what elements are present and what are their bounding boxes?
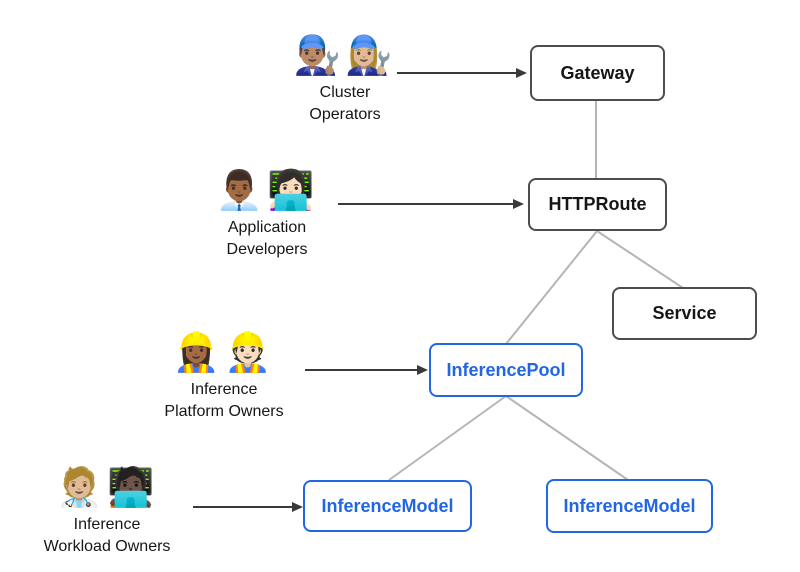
persona-inference-platform-owners-label: Inference Platform Owners bbox=[164, 381, 284, 420]
persona-application-developers: 👨🏾‍💼👩🏻‍💻 Application Developers bbox=[182, 167, 352, 261]
edge-inferencepool-inferencemodel-right bbox=[505, 395, 629, 481]
persona-inference-workload-owners-label: Inference Workload Owners bbox=[43, 516, 171, 555]
persona-cluster-operators-label: Cluster Operators bbox=[309, 84, 381, 123]
node-gateway-label: Gateway bbox=[560, 62, 635, 83]
persona-inference-platform-owners: 👷🏾‍♀️👷🏻 Inference Platform Owners bbox=[139, 329, 309, 423]
edge-inferencepool-inferencemodel-left bbox=[388, 395, 507, 481]
node-service-label: Service bbox=[652, 303, 717, 323]
persona-cluster-operators: 👨🏽‍🔧👩🏼‍🔧 Cluster Operators bbox=[260, 32, 430, 126]
edge-httproute-service bbox=[596, 230, 684, 289]
node-inferencepool-label: InferencePool bbox=[446, 359, 566, 380]
node-inferencepool: InferencePool bbox=[429, 343, 583, 397]
node-inferencemodel-right-label: InferenceModel bbox=[563, 495, 696, 516]
inference-platform-owners-icon: 👷🏾‍♀️👷🏻 bbox=[172, 332, 276, 374]
node-inferencemodel-right: InferenceModel bbox=[546, 479, 713, 533]
inference-workload-owners-icon: 🧑🏼‍⚕️🧑🏿‍💻 bbox=[55, 467, 159, 509]
edge-httproute-inferencepool bbox=[505, 230, 598, 345]
node-inferencemodel-left-label: InferenceModel bbox=[321, 495, 454, 516]
node-inferencemodel-left: InferenceModel bbox=[303, 480, 472, 532]
node-gateway: Gateway bbox=[530, 45, 665, 101]
persona-inference-workload-owners: 🧑🏼‍⚕️🧑🏿‍💻 Inference Workload Owners bbox=[22, 464, 192, 558]
cluster-operators-icon: 👨🏽‍🔧👩🏼‍🔧 bbox=[293, 35, 397, 77]
node-httproute: HTTPRoute bbox=[528, 178, 667, 231]
node-httproute-label: HTTPRoute bbox=[548, 194, 647, 214]
application-developers-icon: 👨🏾‍💼👩🏻‍💻 bbox=[215, 170, 319, 212]
node-service: Service bbox=[612, 287, 757, 340]
persona-application-developers-label: Application Developers bbox=[226, 219, 308, 258]
